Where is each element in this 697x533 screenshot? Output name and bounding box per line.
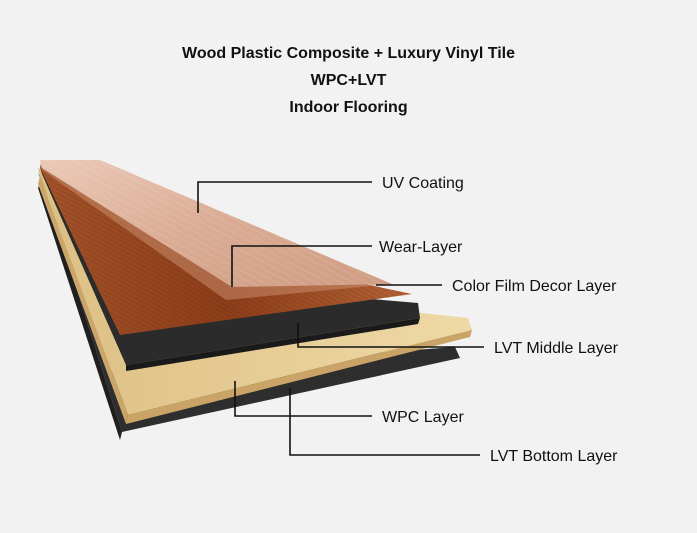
label-lvt-bottom-layer: LVT Bottom Layer — [490, 448, 618, 465]
label-wpc-layer: WPC Layer — [382, 409, 464, 426]
leader-wpc-layer — [234, 381, 372, 417]
label-lvt-middle-layer: LVT Middle Layer — [494, 340, 619, 357]
label-uv-coating: UV Coating — [382, 175, 464, 192]
uv-coating-shape — [40, 160, 392, 287]
title-line-1: Wood Plastic Composite + Luxury Vinyl Ti… — [182, 45, 515, 62]
leader-uv-coating — [197, 181, 372, 213]
label-color-film-decor-layer: Color Film Decor Layer — [452, 278, 617, 295]
lvt-bottom-layer-shape — [38, 172, 460, 440]
title-line-3: Indoor Flooring — [289, 99, 408, 116]
leader-wear-layer — [231, 245, 372, 287]
label-wear-layer: Wear-Layer — [379, 239, 463, 256]
diagram-title: Wood Plastic Composite + Luxury Vinyl Ti… — [0, 40, 697, 121]
title-line-2: WPC+LVT — [310, 72, 387, 89]
leader-lvt-middle — [297, 323, 484, 348]
leader-lvt-bottom — [289, 388, 480, 456]
